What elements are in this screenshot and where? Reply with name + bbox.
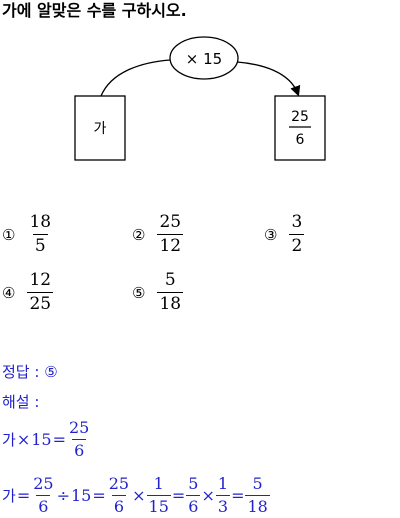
choice-3-denominator: 2 <box>289 234 305 256</box>
choice-2[interactable]: ② 25 12 <box>132 212 184 256</box>
choice-5-mark: ⑤ <box>132 283 146 302</box>
line1-numerator: 25 <box>68 418 90 437</box>
operation-diagram: × 15 가 25 6 <box>74 36 326 161</box>
choice-4[interactable]: ④ 12 25 <box>2 270 54 314</box>
line1-number: 15 <box>31 430 52 449</box>
choice-5[interactable]: ⑤ 5 18 <box>132 270 184 314</box>
choice-2-denominator: 12 <box>157 234 184 256</box>
line2-fraction-4-denominator: 6 <box>186 495 201 516</box>
answer-label: 정답 : <box>2 363 40 381</box>
line1-variable: 가 <box>2 431 16 449</box>
line2-fraction-3: 1 15 <box>146 474 171 516</box>
line2-fraction-5: 1 3 <box>215 474 231 516</box>
choice-1[interactable]: ① 18 5 <box>2 214 53 255</box>
choice-5-numerator: 5 <box>164 270 176 290</box>
line2-fraction-5-denominator: 3 <box>215 495 231 516</box>
line2-times-1: × <box>132 486 146 505</box>
operator-ellipse <box>169 36 239 80</box>
choice-2-fraction: 25 12 <box>157 212 184 256</box>
explanation-label: 해설 : <box>2 393 40 411</box>
left-box-label: 가 <box>94 121 107 137</box>
line2-equals-4: = <box>231 486 245 505</box>
answer-value: ⑤ <box>44 363 58 381</box>
left-connector-curve <box>100 59 171 97</box>
choice-4-mark: ④ <box>2 283 16 302</box>
choice-1-denominator: 5 <box>32 234 48 256</box>
choice-3-numerator: 3 <box>291 212 303 232</box>
line1-times: × <box>16 430 31 449</box>
answer-line: 정답 : ⑤ <box>2 362 58 382</box>
operator-label: × 15 <box>186 50 222 68</box>
choice-1-mark: ① <box>2 225 16 244</box>
line2-fraction-2-numerator: 25 <box>108 474 130 493</box>
right-box-numerator: 25 <box>291 109 309 125</box>
line2-equals-1: = <box>16 486 31 505</box>
line2-fraction-6-numerator: 5 <box>252 474 263 493</box>
line1-fraction: 25 6 <box>67 420 91 459</box>
explanation-line-2: 가 = 25 6 ÷ 15 = 25 6 × 1 15 = 5 6 × 1 3 … <box>2 476 270 515</box>
line2-fraction-1-numerator: 25 <box>33 474 54 493</box>
right-box <box>274 95 326 161</box>
left-box <box>74 95 126 161</box>
line2-fraction-2: 25 6 <box>107 476 131 515</box>
line2-fraction-6: 5 18 <box>245 474 270 516</box>
line2-times-2: × <box>201 486 215 505</box>
question-text: 가에 알맞은 수를 구하시오. <box>2 1 187 20</box>
line2-divide: ÷ <box>56 486 70 505</box>
line2-fraction-5-numerator: 1 <box>217 474 229 493</box>
line1-equals: = <box>52 430 66 449</box>
choice-2-mark: ② <box>132 225 146 244</box>
choice-5-denominator: 18 <box>157 292 184 314</box>
line2-variable: 가 <box>2 487 16 505</box>
line2-fraction-1: 25 6 <box>31 476 55 515</box>
choice-4-numerator: 12 <box>29 270 52 290</box>
right-arrow-curve <box>236 61 301 97</box>
right-box-denominator: 6 <box>296 132 305 148</box>
line2-equals-2: = <box>92 486 106 505</box>
explanation-line-1: 가 × 15 = 25 6 <box>2 420 91 459</box>
choice-3-fraction: 3 2 <box>289 212 305 256</box>
line2-fraction-6-denominator: 18 <box>245 495 270 516</box>
choice-3-mark: ③ <box>264 225 278 244</box>
line1-denominator: 6 <box>72 439 87 460</box>
choice-4-denominator: 25 <box>27 292 54 314</box>
choice-3[interactable]: ③ 3 2 <box>264 212 305 256</box>
line2-number: 15 <box>70 486 92 505</box>
line2-fraction-1-denominator: 6 <box>36 495 51 516</box>
line2-fraction-3-denominator: 15 <box>146 495 171 516</box>
line2-equals-3: = <box>171 486 186 505</box>
line2-fraction-3-numerator: 1 <box>153 474 164 493</box>
line2-fraction-4-numerator: 5 <box>188 474 199 493</box>
choice-1-numerator: 18 <box>29 212 52 232</box>
choice-4-fraction: 12 25 <box>27 270 54 314</box>
choice-1-fraction: 18 5 <box>27 214 53 255</box>
line2-fraction-4: 5 6 <box>186 474 201 516</box>
line2-fraction-2-denominator: 6 <box>111 495 127 516</box>
choice-5-fraction: 5 18 <box>157 270 184 314</box>
choice-2-numerator: 25 <box>159 212 182 232</box>
